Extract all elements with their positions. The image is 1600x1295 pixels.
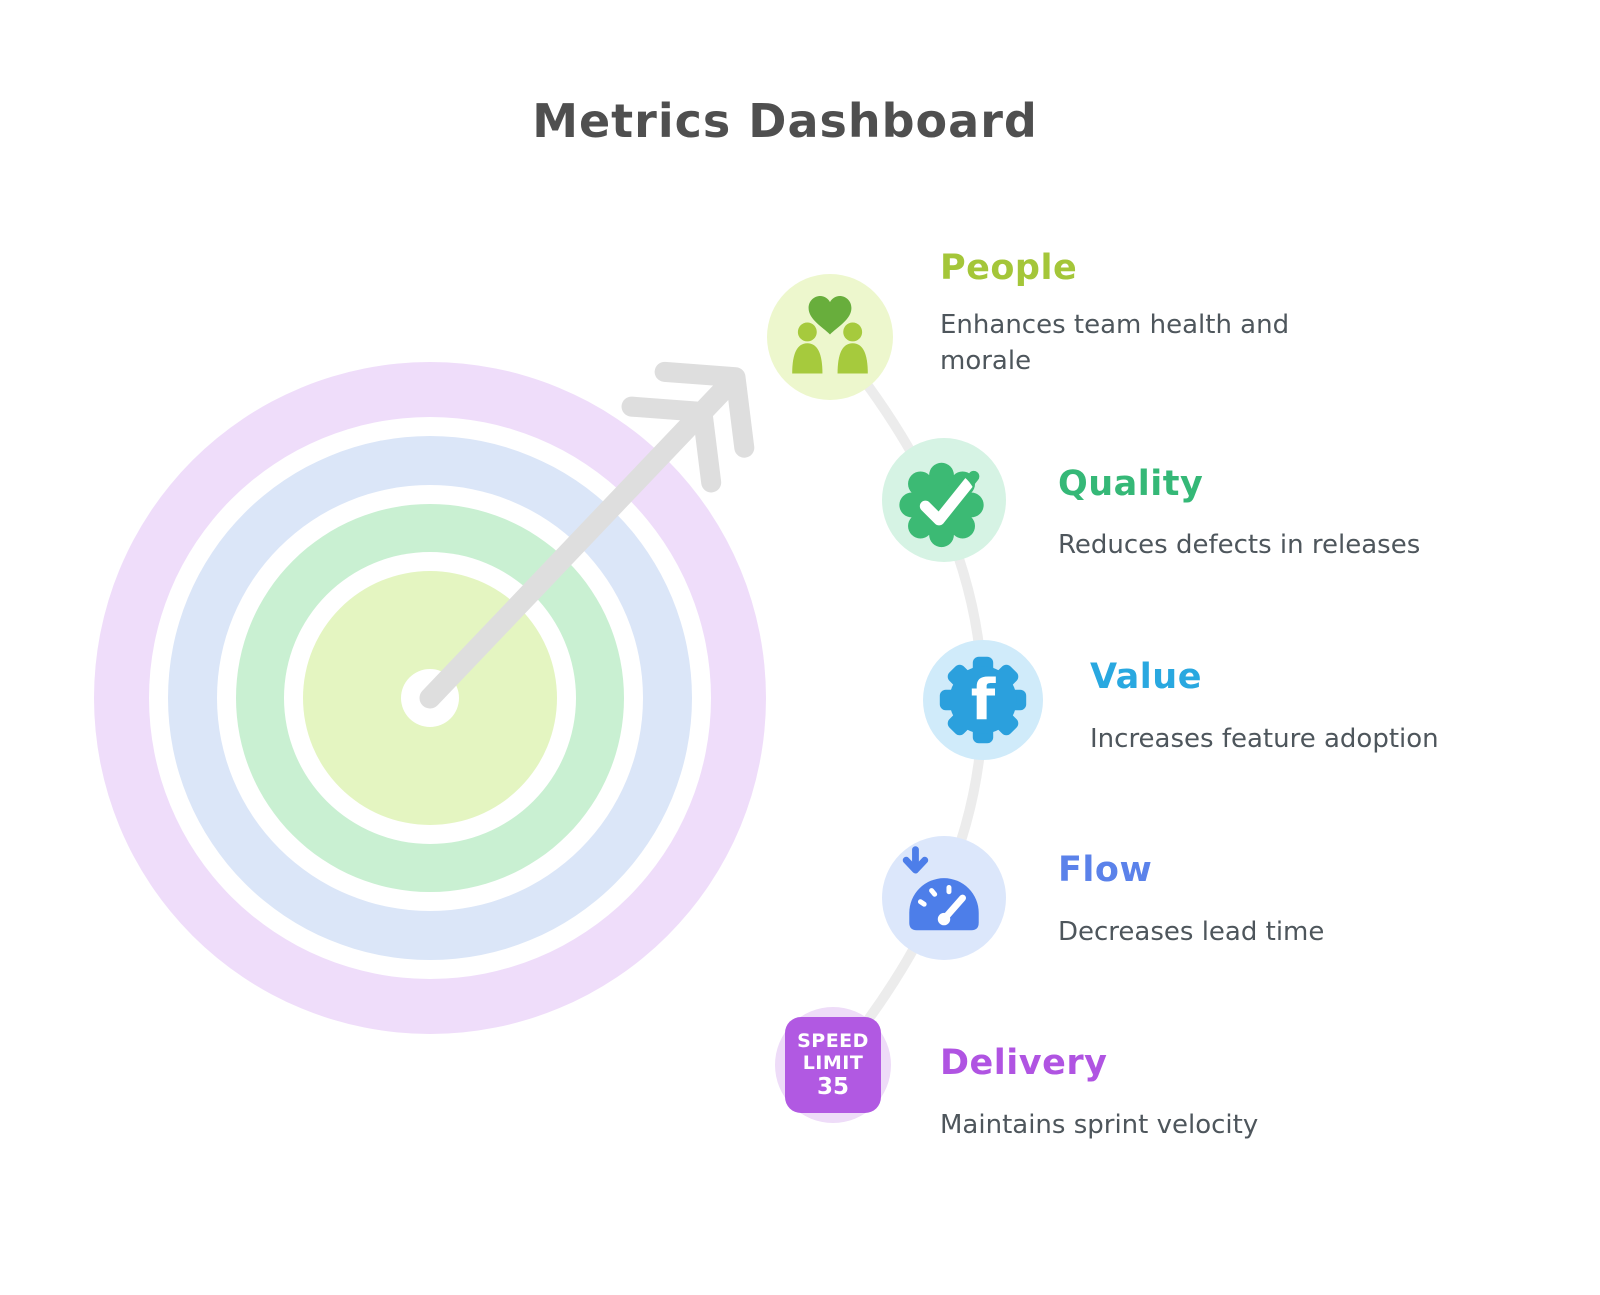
item-description-flow: Decreases lead time	[1058, 917, 1325, 947]
item-description-people: Enhances team health and morale	[940, 310, 1290, 376]
sign-line: SPEED	[797, 1030, 869, 1053]
sign-line: LIMIT	[802, 1051, 864, 1074]
quality-icon-circle	[882, 438, 1006, 562]
verified-badge-check-icon	[899, 462, 984, 548]
item-description-quality: Reduces defects in releases	[1058, 530, 1421, 560]
item-description-value: Increases feature adoption	[1090, 724, 1439, 754]
sign-number: 35	[816, 1073, 849, 1100]
item-label-people: People	[940, 248, 1078, 288]
page-title: Metrics Dashboard	[532, 94, 1038, 148]
value-icon-circle: f	[923, 640, 1043, 760]
item-label-quality: Quality	[1058, 464, 1204, 504]
gear-letter: f	[971, 668, 997, 733]
arrow-shaft	[419, 371, 742, 709]
item-label-value: Value	[1090, 657, 1202, 697]
speed-limit-sign-icon: SPEED LIMIT 35	[785, 1017, 881, 1113]
item-description-delivery: Maintains sprint velocity	[940, 1110, 1259, 1140]
item-label-delivery: Delivery	[940, 1043, 1108, 1083]
flow-icon-circle	[882, 836, 1006, 960]
speedometer-down-arrow-icon	[902, 846, 979, 931]
item-label-flow: Flow	[1058, 850, 1153, 890]
arrow-fletching	[621, 396, 722, 493]
people-icon-circle	[767, 274, 893, 400]
dart-arrow	[401, 361, 755, 727]
people-with-heart-icon	[792, 296, 868, 374]
arrow-fletching	[654, 361, 755, 458]
gear-with-letter-icon: f	[939, 656, 1027, 744]
